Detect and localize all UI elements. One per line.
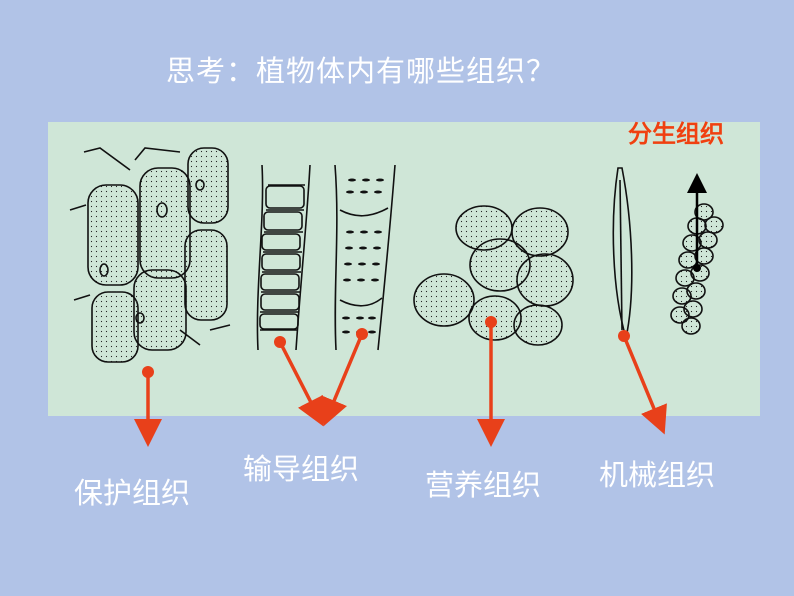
arrow-conductive-left (274, 336, 324, 427)
label-protective: 保护组织 (74, 476, 191, 510)
label-meristem: 分生组织 (628, 120, 724, 148)
arrow-conductive-right (321, 328, 368, 427)
protective-tissue-drawing (69, 147, 231, 363)
mechanical-tissue-drawing (612, 167, 633, 339)
conductive-tissue-sieve-drawing (334, 164, 396, 351)
label-conductive: 输导组织 (243, 452, 360, 486)
question-title: 思考：植物体内有哪些组织？ (166, 54, 557, 88)
arrow-protective (134, 366, 162, 447)
arrow-mechanical (618, 330, 667, 435)
label-nutritive: 营养组织 (425, 468, 542, 502)
meristem-arrow (687, 173, 707, 272)
conductive-tissue-vessel-drawing (256, 164, 311, 351)
label-mechanical: 机械组织 (599, 458, 716, 492)
arrow-nutritive (477, 316, 505, 447)
